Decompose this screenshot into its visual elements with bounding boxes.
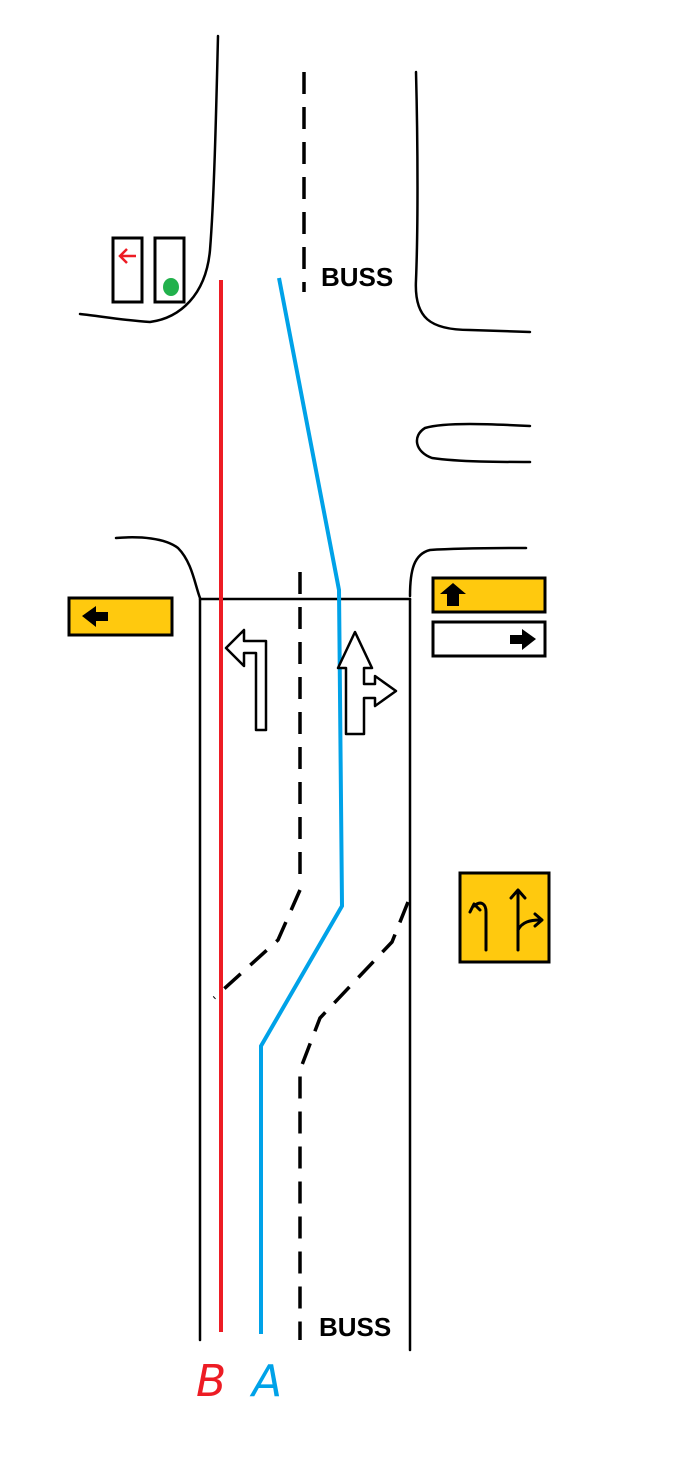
lane-markings <box>212 72 410 1340</box>
green-light <box>163 278 179 296</box>
curb-bottom-left <box>114 536 202 600</box>
left-turn-road-marking-icon <box>224 628 268 732</box>
red-left-arrow-signal-icon <box>111 236 144 304</box>
curb-top-right <box>414 70 532 334</box>
median-island <box>415 422 532 464</box>
up-arrow-sign-icon <box>431 576 547 614</box>
route-a-line <box>259 277 345 1334</box>
traffic-signal-group <box>111 236 186 304</box>
route-label-b: B <box>196 1356 226 1407</box>
red-arrow-glyph <box>118 248 136 264</box>
bus-lane-label-bottom: BUSS <box>319 1312 391 1342</box>
curb-bottom-right <box>408 546 528 598</box>
lane-taper-right <box>298 901 410 1340</box>
road-edges <box>78 34 532 1352</box>
lane-configuration-sign-icon <box>458 871 551 964</box>
right-arrow-sign-icon <box>431 620 547 658</box>
left-arrow-sign-icon <box>67 596 174 637</box>
straight-right-road-marking-icon <box>336 630 398 736</box>
bus-lane-label-top: BUSS <box>321 262 393 292</box>
route-label-a: A <box>249 1356 282 1407</box>
curb-top-left <box>78 34 220 324</box>
lane-taper-left <box>212 889 302 1000</box>
